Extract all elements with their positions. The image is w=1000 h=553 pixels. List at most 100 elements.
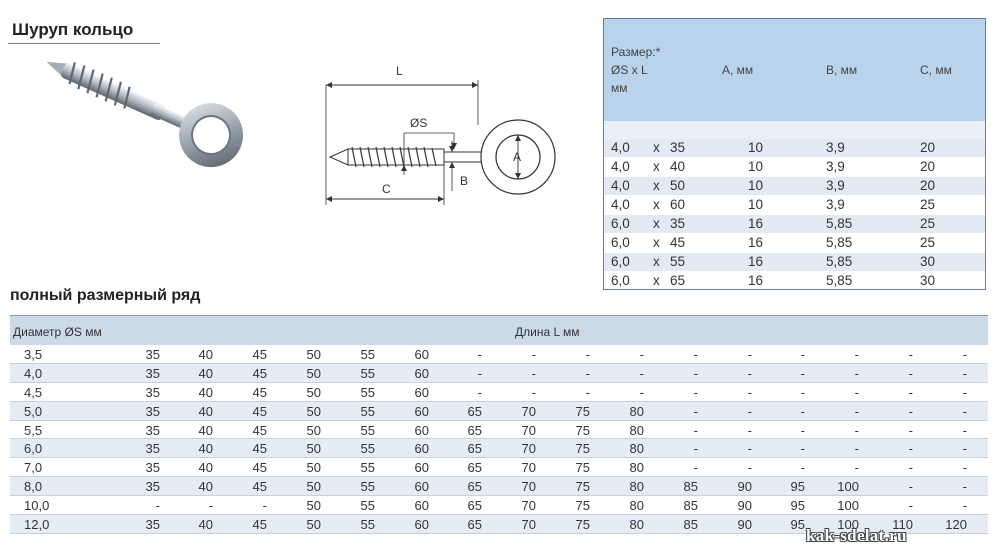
- cell-length: 70: [521, 517, 536, 533]
- cell-length: -: [800, 384, 805, 400]
- cell-length: 90: [737, 517, 752, 533]
- cell-length: -: [908, 365, 913, 381]
- cell-length: 85: [683, 479, 698, 495]
- cell-length: 65: [467, 498, 482, 514]
- header-length: Длина L мм: [515, 325, 580, 339]
- cell-x: x: [653, 140, 660, 155]
- cell-length: 80: [629, 403, 644, 419]
- cell-length: -: [962, 347, 967, 362]
- cell-length: 40: [198, 403, 213, 419]
- spec-table-header: Размер:* ØS x L мм A, мм B, мм C, мм: [604, 19, 985, 121]
- cell-diameter: 4,0: [611, 159, 630, 174]
- cell-length: 40: [198, 517, 213, 533]
- cell-length: 50: [306, 441, 321, 457]
- section-subtitle: полный размерный ряд: [10, 287, 201, 304]
- cell-length: 75: [575, 460, 590, 476]
- cell-length: -: [800, 347, 805, 362]
- cell-length: -: [800, 365, 805, 381]
- cell-length: -: [854, 365, 859, 381]
- cell-length: -: [854, 384, 859, 400]
- cell-length: 95: [790, 517, 805, 533]
- cell-length: 45: [252, 479, 267, 495]
- cell-length: 60: [414, 403, 429, 419]
- header-size-line1: Размер:*: [611, 45, 661, 59]
- cell-b: 5,85: [826, 235, 853, 250]
- header-diameter: Диаметр ØS мм: [13, 325, 102, 339]
- cell-x: x: [653, 159, 660, 174]
- table-row: 4,0 x 35 10 3,9 20: [604, 139, 985, 158]
- size-range-header: Диаметр ØS мм Длина L мм: [10, 315, 988, 345]
- cell-x: x: [653, 178, 660, 193]
- cell-length: 40: [198, 347, 213, 362]
- header-size-line3: мм: [611, 81, 628, 95]
- cell-length: 80: [629, 479, 644, 495]
- cell-a: 16: [747, 254, 763, 269]
- table-row: 6,0 x 35 16 5,85 25: [604, 215, 985, 234]
- table-row: 4,0 x 60 10 3,9 25: [604, 196, 985, 215]
- cell-length: -: [854, 347, 859, 362]
- cell-length: 75: [575, 498, 590, 514]
- cell-length: 60: [414, 347, 429, 362]
- cell-length: -: [693, 347, 698, 362]
- cell-length: 75: [575, 517, 590, 533]
- cell-length: -: [693, 365, 698, 381]
- cell-length: 45: [252, 460, 267, 476]
- table-row: 6,0 x 65 16 5,85 30: [604, 272, 985, 291]
- cell-length: -: [962, 403, 967, 419]
- cell-length: 70: [521, 441, 536, 457]
- cell-length: -: [477, 384, 482, 400]
- cell-length: 75: [575, 403, 590, 419]
- cell-length: -: [208, 498, 213, 514]
- cell-length: 75: [575, 422, 590, 438]
- cell-c: 25: [920, 197, 936, 212]
- cell-b: 5,85: [826, 273, 853, 288]
- cell-length: 80: [629, 441, 644, 457]
- cell-length: -: [854, 422, 859, 438]
- cell-length: 35: [145, 365, 160, 381]
- cell-b: 5,85: [826, 216, 853, 231]
- cell-length: -: [477, 347, 482, 362]
- cell-length: 85: [683, 517, 698, 533]
- cell-length: -: [585, 365, 590, 381]
- cell-c: 20: [920, 178, 936, 193]
- cell-length: -: [908, 441, 913, 457]
- cell-length: 120: [945, 517, 967, 533]
- cell-length: -: [531, 347, 536, 362]
- cell-length: 40: [198, 384, 213, 400]
- cell-diameter: 4,0: [611, 197, 630, 212]
- cell-length: 65: [467, 460, 482, 476]
- cell-length: 90: [737, 498, 752, 514]
- label-a: A: [513, 150, 521, 164]
- cell-diameter: 4,0: [611, 178, 630, 193]
- cell-length: 90: [737, 479, 752, 495]
- cell-length: -: [477, 365, 482, 381]
- cell-length: 50: [306, 384, 321, 400]
- cell-length: 55: [360, 422, 375, 438]
- cell-diameter: 6,0: [611, 216, 630, 231]
- dimension-drawing: L A ØS B C: [325, 64, 556, 205]
- title-underline: [8, 43, 160, 44]
- cell-length: 50: [670, 178, 686, 193]
- cell-length: 70: [521, 422, 536, 438]
- cell-b: 5,85: [826, 254, 853, 269]
- cell-length: -: [962, 365, 967, 381]
- cell-a: 16: [747, 273, 763, 288]
- cell-length: -: [908, 347, 913, 362]
- cell-length: -: [908, 384, 913, 400]
- cell-length: -: [962, 422, 967, 438]
- label-s: ØS: [410, 116, 427, 130]
- cell-length: 35: [145, 347, 160, 362]
- cell-length: 60: [414, 517, 429, 533]
- cell-length: 35: [145, 403, 160, 419]
- cell-length: 95: [790, 479, 805, 495]
- cell-length: 80: [629, 498, 644, 514]
- cell-length: 60: [414, 422, 429, 438]
- cell-length: 60: [414, 365, 429, 381]
- cell-length: -: [747, 460, 752, 476]
- cell-length: -: [693, 384, 698, 400]
